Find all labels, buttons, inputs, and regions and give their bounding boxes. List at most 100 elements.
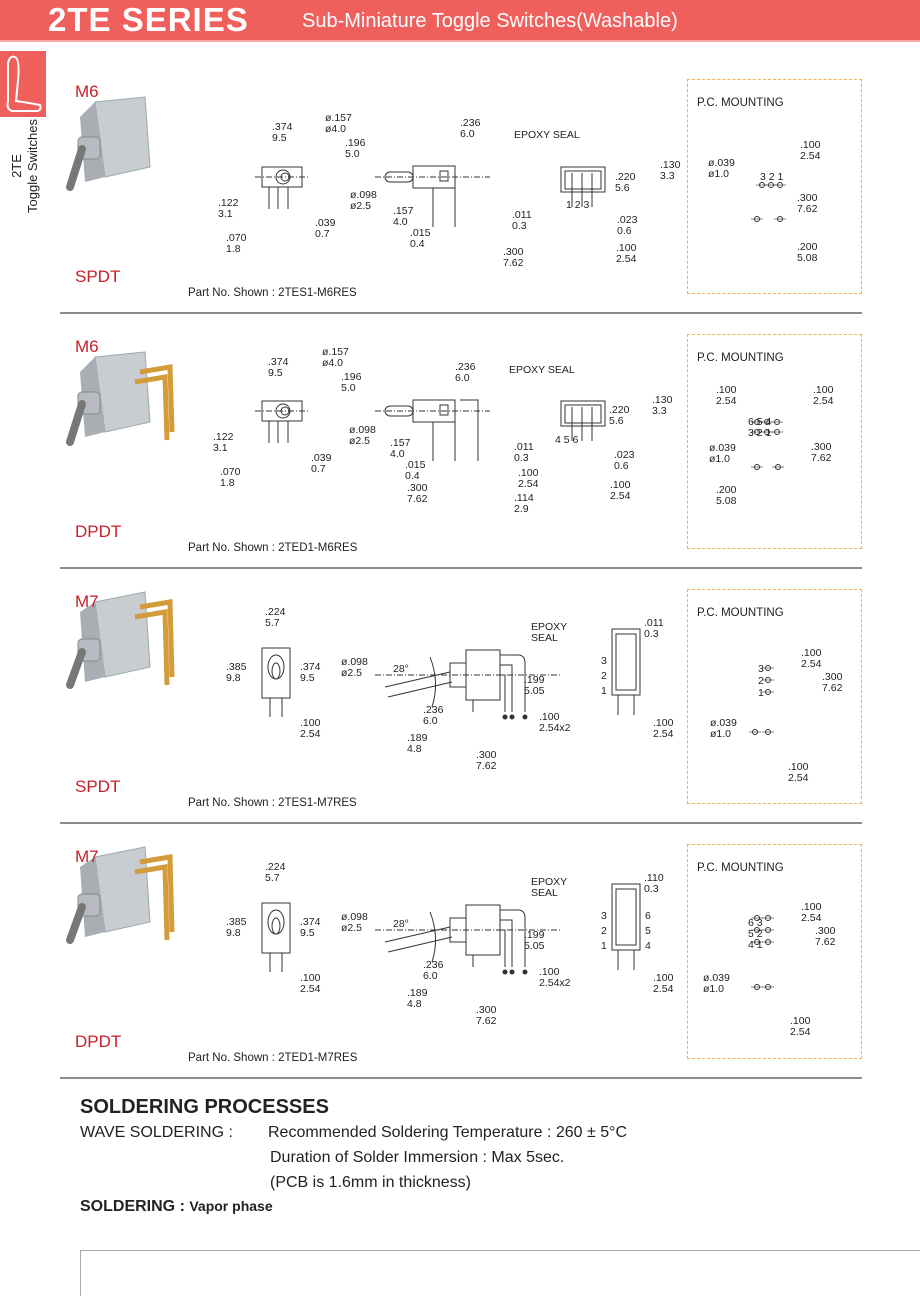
dimension-label: EPOXY SEAL [531, 876, 568, 899]
dimension-label: .100 2.54 [653, 717, 674, 740]
part-number-shown: Part No. Shown : 2TED1-M7RES [188, 1052, 358, 1064]
dimension-label: ø.157 ø4.0 [322, 346, 349, 369]
pc-dimension-label: .100 2.54 [800, 139, 821, 162]
pc-mounting-box [687, 79, 862, 294]
dimension-label: .374 9.5 [272, 121, 293, 144]
dimension-label: .385 9.8 [226, 916, 247, 939]
section-divider [60, 822, 862, 824]
dimension-label: EPOXY SEAL [509, 364, 575, 376]
pc-mounting-box [687, 334, 862, 549]
page-title: 2TE SERIES [48, 1, 249, 38]
dimension-label: .236 6.0 [460, 117, 481, 140]
switch-photo [66, 591, 175, 689]
pc-dimension-label: 3 2 1 [748, 427, 772, 439]
variant-label: DPDT [75, 1032, 122, 1051]
dimension-label: .100 2.54 [610, 479, 631, 502]
pc-mounting-holes [751, 419, 784, 470]
series-label: M7 [75, 847, 99, 866]
dimension-label: 2 [601, 670, 607, 682]
section-divider [60, 312, 862, 314]
dimension-label: 6 [645, 910, 651, 922]
side-view-drawing [375, 649, 560, 712]
vapor-value: Vapor phase [189, 1198, 273, 1214]
rear-view-drawing [611, 628, 641, 715]
dimension-label: 1 2 3 [566, 199, 590, 211]
front-view-drawing [261, 902, 291, 972]
dimension-label: .011 0.3 [512, 209, 532, 232]
section-divider [60, 567, 862, 569]
dimension-label: .236 6.0 [455, 361, 476, 384]
pc-mounting-title: P.C. MOUNTING [697, 352, 784, 364]
pc-dimension-label: 2 [758, 675, 764, 687]
dimension-label: .070 1.8 [226, 232, 247, 255]
pc-dimension-label: 3 [758, 663, 764, 675]
page-subtitle: Sub-Miniature Toggle Switches(Washable) [302, 10, 678, 32]
dimension-label: .011 0.3 [514, 441, 534, 464]
dimension-label: 1 [601, 685, 607, 697]
wave-soldering-duration: Duration of Solder Immersion : Max 5sec. [270, 1149, 565, 1166]
pc-dimension-label: .100 2.54 [716, 384, 737, 407]
pc-mounting-title: P.C. MOUNTING [697, 862, 784, 874]
dimension-label: EPOXY SEAL [531, 621, 568, 644]
dimension-label: .110 0.3 [644, 872, 664, 895]
pc-dimension-label: .100 2.54 [801, 647, 822, 670]
dimension-label: 28° [393, 918, 409, 930]
dimension-label: .122 3.1 [213, 431, 234, 454]
footer-box [80, 1250, 920, 1296]
dimension-label: ø.098 ø2.5 [350, 189, 377, 212]
front-view-drawing [261, 647, 291, 717]
dimension-label: ø.157 ø4.0 [325, 112, 352, 135]
dimension-label: .300 7.62 [407, 482, 428, 505]
dimension-label: 3 [601, 655, 607, 667]
dimension-label: ø.098 ø2.5 [341, 656, 368, 679]
dimension-label: .236 6.0 [423, 704, 444, 727]
dimension-label: .220 5.6 [615, 171, 636, 194]
switch-photo [66, 351, 175, 446]
pc-dimension-label: 4 1 [748, 939, 763, 951]
pc-dimension-label: .300 7.62 [811, 441, 832, 464]
dimension-label: .122 3.1 [218, 197, 239, 220]
dimension-label: ø.098 ø2.5 [349, 424, 376, 447]
dimension-label: .157 4.0 [393, 205, 414, 228]
dimension-label: .100 2.54 [653, 972, 674, 995]
rear-view-drawing [560, 400, 606, 441]
dimension-label: .220 5.6 [609, 404, 630, 427]
side-view-drawing [375, 399, 490, 461]
dimension-label: 1 [601, 940, 607, 952]
pc-dimension-label: .100 2.54 [801, 901, 822, 924]
vapor-label: SOLDERING : [80, 1198, 185, 1215]
dimension-label: .015 0.4 [405, 459, 426, 482]
dimension-label: .224 5.7 [265, 861, 286, 884]
pc-dimension-label: ø.039 ø1.0 [710, 717, 737, 740]
pc-dimension-label: ø.039 ø1.0 [703, 972, 730, 995]
pc-dimension-label: 6 3 [748, 917, 763, 929]
pc-dimension-label: 6 5 4 [748, 416, 772, 428]
pc-mounting-holes [749, 665, 774, 735]
pc-mounting-holes [751, 915, 774, 990]
switch-photo [66, 846, 175, 944]
toggle-switch-icon [0, 51, 46, 117]
dimension-label: .100 2.54 [518, 467, 539, 490]
dimension-label: .039 0.7 [315, 217, 336, 240]
soldering-title: SOLDERING PROCESSES [80, 1096, 329, 1118]
part-number-shown: Part No. Shown : 2TES1-M7RES [188, 797, 357, 809]
series-label: M7 [75, 592, 99, 611]
pc-dimension-label: .200 5.08 [797, 241, 818, 264]
section-divider [60, 1077, 862, 1079]
pc-dimension-label: .100 2.54 [790, 1015, 811, 1038]
part-number-shown: Part No. Shown : 2TED1-M6RES [188, 542, 358, 554]
dimension-label: .070 1.8 [220, 466, 241, 489]
series-label: M6 [75, 337, 99, 356]
dimension-label: .300 7.62 [476, 749, 497, 772]
dimension-label: 28° [393, 663, 409, 675]
header-bar: 2TE SERIES Sub-Miniature Toggle Switches… [0, 0, 920, 42]
side-terminal-dots [502, 714, 528, 720]
front-view-drawing [255, 400, 310, 443]
pc-dimension-label: 5 2 [748, 928, 763, 940]
dimension-label: .011 0.3 [644, 617, 664, 640]
wave-soldering-pcb: (PCB is 1.6mm in thickness) [270, 1174, 471, 1191]
